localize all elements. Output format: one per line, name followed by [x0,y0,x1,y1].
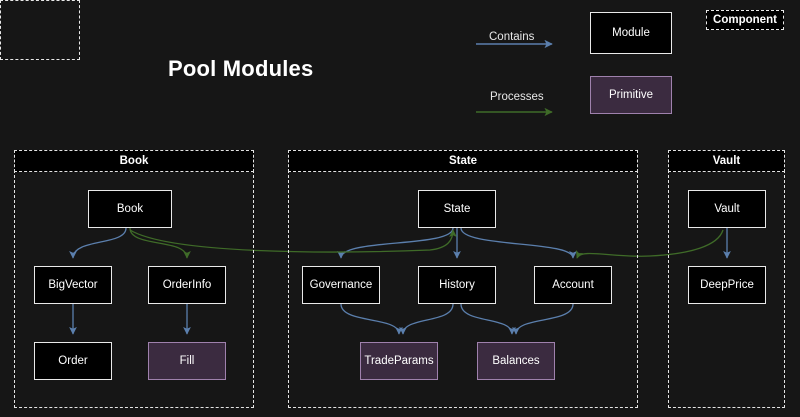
node-governance[interactable]: Governance [302,266,380,304]
group-state-header: State [288,150,638,172]
node-state[interactable]: State [418,190,496,228]
node-tradeparams[interactable]: TradeParams [360,342,438,380]
node-account[interactable]: Account [534,266,612,304]
legend-processes-label: Processes [490,91,544,103]
node-vault[interactable]: Vault [688,190,766,228]
node-deepprice[interactable]: DeepPrice [688,266,766,304]
legend-primitive-box: Primitive [590,76,672,114]
node-book[interactable]: Book [88,190,172,228]
node-order[interactable]: Order [34,342,112,380]
legend-contains-label: Contains [489,31,535,43]
group-book-header: Book [14,150,254,172]
node-bigvector[interactable]: BigVector [34,266,112,304]
node-history[interactable]: History [418,266,496,304]
legend-component-box [0,0,80,60]
node-orderinfo[interactable]: OrderInfo [148,266,226,304]
node-fill[interactable]: Fill [148,342,226,380]
group-vault-header: Vault [668,150,785,172]
legend-module-box: Module [590,12,672,54]
node-balances[interactable]: Balances [477,342,555,380]
legend-component-label: Component [706,10,784,30]
page-title: Pool Modules [168,56,314,81]
